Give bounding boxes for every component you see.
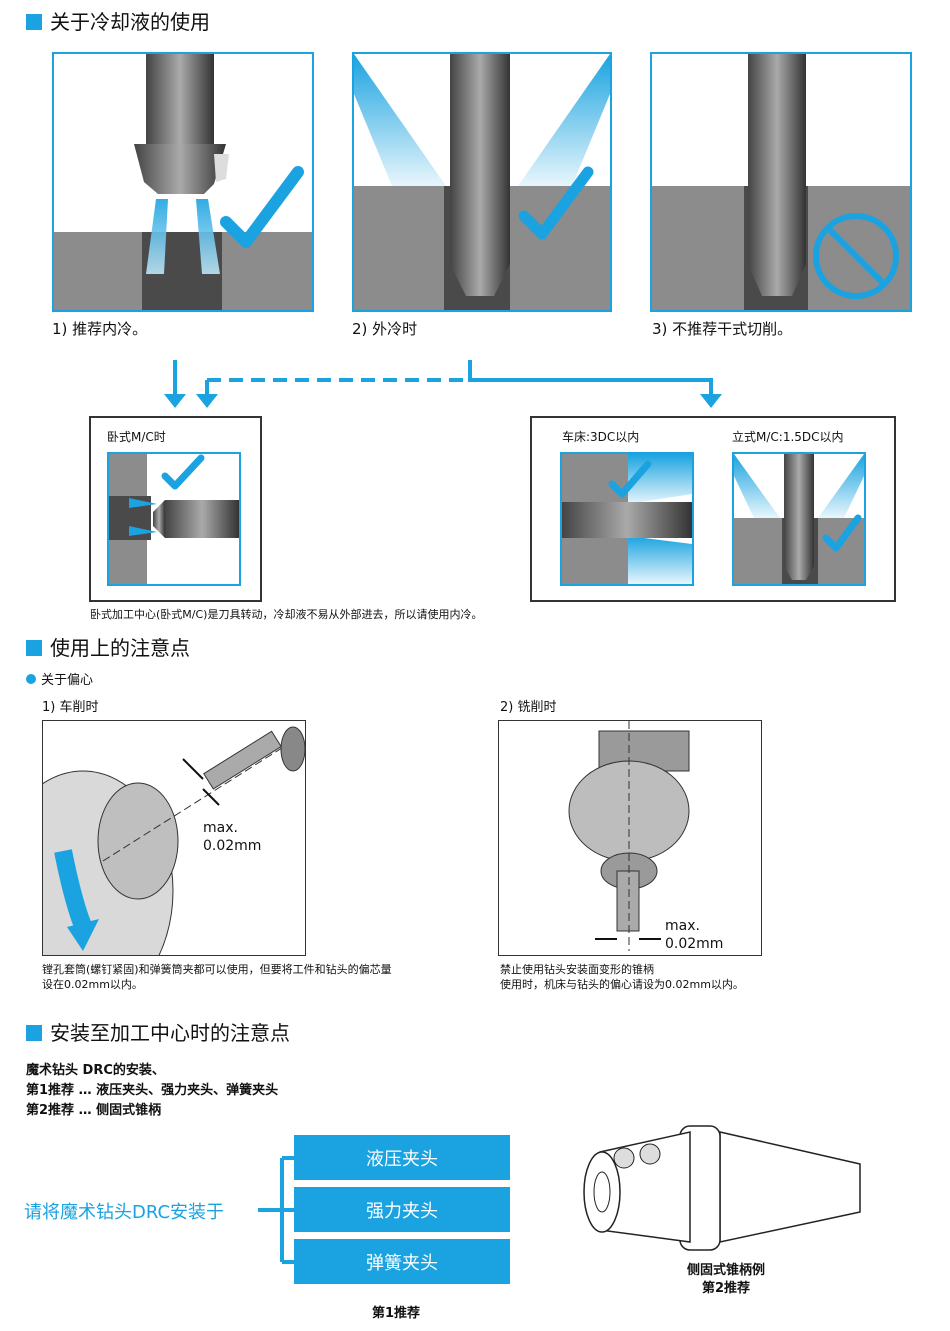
check-icon [518,166,594,240]
horizontal-mc-illustration [107,452,241,586]
panel-external-coolant [352,52,612,312]
section-title-precautions: 使用上的注意点 [26,636,190,660]
section-marker-icon [26,1025,42,1041]
horizontal-mc-title: 卧式M/C时 [107,430,166,444]
section-marker-icon [26,14,42,30]
chuck-power: 强力夹头 [294,1187,510,1232]
horizontal-mc-box: 卧式M/C时 [89,416,262,602]
check-icon [220,166,304,248]
caption-external-coolant: 2) 外冷时 [352,320,418,338]
check-icon [822,514,862,552]
vertical-mc-label: 立式M/C:1.5DC以内 [732,430,844,444]
turning-illustration [43,726,305,955]
milling-note: 禁止使用钻头安装面变形的锥柄 使用时，机床与钻头的偏心请设为0.02mm以内。 [500,963,744,991]
turning-note: 镗孔套筒(螺钉紧固)和弹簧筒夹都可以使用，但要将工件和钻头的偏芯量 设在0.02… [42,963,392,991]
chuck-hydraulic: 液压夹头 [294,1135,510,1180]
lathe-illustration [560,452,694,586]
installation-intro: 魔术钻头 DRC的安装、 第1推荐 … 液压夹头、强力夹头、弹簧夹头 第2推荐 … [26,1063,279,1118]
arrow-down-icon [164,394,186,408]
chuck-collet: 弹簧夹头 [294,1239,510,1284]
check-icon [608,460,652,498]
milling-label: 2) 铣削时 [500,700,557,715]
turning-max-tolerance: max. 0.02mm [203,820,262,854]
panel-internal-coolant [52,52,314,312]
first-recommendation-label: 第1推荐 [372,1306,421,1321]
turning-label: 1) 车削时 [42,700,99,715]
section-title-installation: 安装至加工中心时的注意点 [26,1021,290,1045]
section-title-coolant: 关于冷却液的使用 [26,10,210,34]
horizontal-mc-note: 卧式加工中心(卧式M/C)是刀具转动，冷却液不易从外部进去，所以请使用内冷。 [90,608,483,621]
chuck-bracket [258,1156,298,1264]
bullet-icon [26,673,36,684]
caption-dry-cutting: 3) 不推荐干式切削。 [652,320,793,338]
milling-max-tolerance: max. 0.02mm [665,918,724,952]
vertical-mc-illustration [732,452,866,586]
install-label: 请将魔术钻头DRC安装于 [24,1202,225,1223]
internal-coolant-illustration [54,54,312,310]
external-coolant-box: 车床:3DC以内 立式M/C:1.5DC以内 [530,416,896,602]
panel-dry-cutting [650,52,912,312]
check-icon [161,454,205,490]
dry-cutting-illustration [652,54,910,310]
side-lock-caption: 侧固式锥柄例 第2推荐 [686,1263,765,1296]
arrow-down-icon [700,394,722,408]
caption-internal-coolant: 1) 推荐内冷。 [52,320,148,338]
milling-illustration [568,721,690,951]
section-marker-icon [26,640,42,656]
prohibited-icon [813,213,899,299]
arrow-down-icon [196,394,218,408]
milling-illustration-box: max. 0.02mm [498,720,762,956]
subtitle-eccentricity: 关于偏心 [26,669,93,688]
side-lock-holder-illustration [583,1125,861,1251]
lathe-label: 车床:3DC以内 [562,430,640,444]
external-coolant-illustration [354,54,610,310]
turning-illustration-box: max. 0.02mm [42,720,306,956]
coolant-flow-arrows [164,360,722,408]
rotation-arrow-icon [67,919,99,951]
